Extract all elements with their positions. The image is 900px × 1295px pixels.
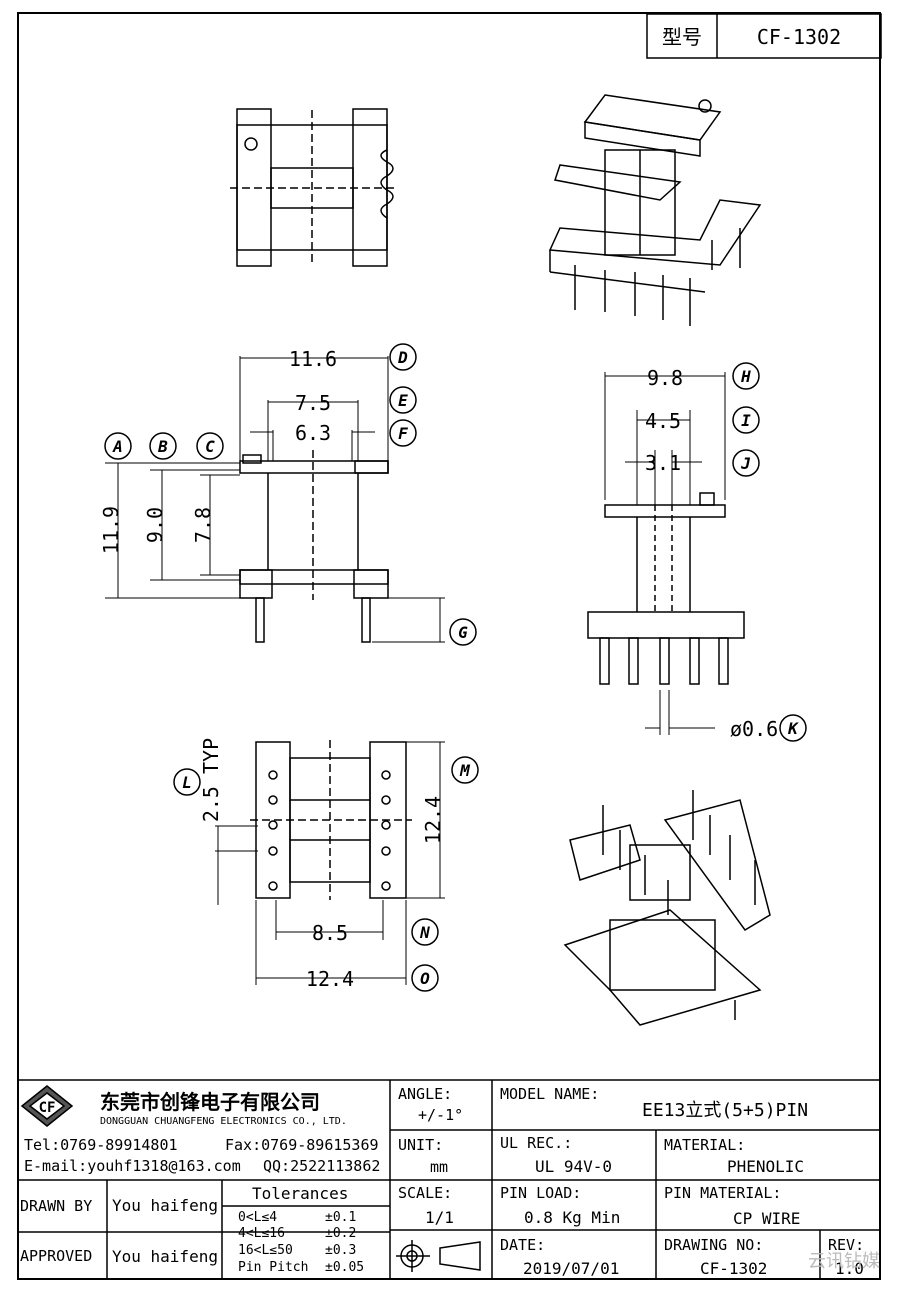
- tol-range-2: 4<L≤16: [238, 1226, 285, 1241]
- tol-val-4: ±0.05: [325, 1260, 365, 1275]
- drawing-no-label: DRAWING NO:: [664, 1236, 764, 1254]
- callouts: [104, 343, 807, 992]
- company-email: E-mail:youhf1318@163.com: [24, 1157, 241, 1175]
- company-logo: CF: [20, 1085, 74, 1127]
- dim-0-6: ø0.6: [730, 717, 778, 741]
- dim-6-3: 6.3: [295, 421, 331, 445]
- model-label: 型号: [662, 25, 702, 49]
- company-tel: Tel:0769-89914801: [24, 1136, 178, 1154]
- title-block-lines: [17, 1079, 881, 1280]
- callout-h: H: [740, 367, 751, 386]
- drawing-no-value: CF-1302: [700, 1259, 768, 1278]
- dim-9-0: 9.0: [143, 507, 167, 543]
- callout-e: E: [398, 391, 408, 410]
- logo-text: CF: [39, 1100, 56, 1116]
- tol-val-2: ±0.2: [325, 1226, 357, 1241]
- callout-b: B: [157, 437, 168, 456]
- ul-value: UL 94V-0: [535, 1157, 613, 1176]
- isometric-view-bottom: [563, 790, 771, 1026]
- date-label: DATE:: [500, 1236, 546, 1254]
- date-value: 2019/07/01: [523, 1259, 620, 1278]
- watermark: 云讯钻媒: [808, 1251, 880, 1272]
- drawn-by-value: You haifeng: [112, 1196, 218, 1215]
- callout-m: M: [459, 761, 471, 780]
- tol-range-3: 16<L≤50: [238, 1243, 293, 1258]
- tol-val-3: ±0.3: [325, 1243, 357, 1258]
- pin-load-label: PIN LOAD:: [500, 1184, 582, 1202]
- unit-label: UNIT:: [398, 1136, 444, 1154]
- tolerances-label: Tolerances: [252, 1184, 349, 1203]
- callout-a: A: [112, 437, 123, 456]
- approved-value: You haifeng: [112, 1247, 218, 1266]
- material-value: PHENOLIC: [727, 1157, 805, 1176]
- ul-label: UL REC.:: [500, 1134, 573, 1152]
- material-label: MATERIAL:: [664, 1136, 746, 1154]
- dim-8-5: 8.5: [312, 921, 348, 945]
- isometric-view-top: [548, 94, 762, 326]
- drawn-by-label: DRAWN BY: [20, 1197, 93, 1215]
- angle-value: +/-1°: [418, 1106, 464, 1124]
- dim-4-5: 4.5: [645, 409, 681, 433]
- company-name-en: DONGGUAN CHUANGFENG ELECTRONICS CO., LTD…: [100, 1116, 347, 1127]
- callout-g: G: [458, 623, 468, 642]
- dim-2-5-typ: 2.5 TYP: [199, 738, 223, 822]
- rev-label: REV:: [828, 1236, 865, 1254]
- rev-value: 1.0: [835, 1259, 864, 1278]
- company-fax: Fax:0769-89615369: [225, 1136, 379, 1154]
- pin-material-value: CP WIRE: [733, 1209, 801, 1228]
- unit-value: mm: [430, 1158, 449, 1176]
- angle-label: ANGLE:: [398, 1085, 453, 1103]
- callout-f: F: [398, 424, 408, 443]
- model-number: CF-1302: [757, 25, 841, 49]
- company-qq: QQ:2522113862: [263, 1157, 381, 1175]
- dim-9-8: 9.8: [647, 366, 683, 390]
- pin-material-label: PIN MATERIAL:: [664, 1184, 782, 1202]
- pin-load-value: 0.8 Kg Min: [524, 1208, 621, 1227]
- dim-11-6: 11.6: [289, 347, 337, 371]
- scale-value: 1/1: [425, 1208, 454, 1227]
- model-name-value: EE13立式(5+5)PIN: [642, 1100, 809, 1121]
- dim-12-4-vertical: 12.4: [421, 796, 445, 844]
- callout-j: J: [740, 454, 751, 473]
- callout-l: L: [182, 773, 192, 792]
- tol-val-1: ±0.1: [325, 1210, 357, 1225]
- drawing-frame: [17, 12, 881, 1280]
- dim-7-8: 7.8: [191, 507, 215, 543]
- callout-n: N: [419, 923, 430, 942]
- company-name-cn: 东莞市创锋电子有限公司: [100, 1090, 320, 1114]
- model-box: [646, 13, 882, 59]
- scale-label: SCALE:: [398, 1184, 453, 1202]
- side-view: [587, 372, 745, 735]
- approved-label: APPROVED: [20, 1247, 93, 1265]
- callout-o: O: [420, 969, 430, 988]
- front-view: [105, 356, 445, 643]
- model-name-label: MODEL NAME:: [500, 1085, 600, 1103]
- callout-c: C: [205, 437, 215, 456]
- dim-12-4-horizontal: 12.4: [306, 967, 354, 991]
- callout-d: D: [397, 348, 408, 367]
- callout-i: I: [741, 411, 751, 430]
- callout-k: K: [787, 719, 799, 738]
- dim-3-1: 3.1: [645, 451, 681, 475]
- tol-range-4: Pin Pitch: [238, 1260, 309, 1275]
- tol-range-1: 0<L≤4: [238, 1210, 278, 1225]
- top-view: [230, 108, 395, 267]
- dim-7-5: 7.5: [295, 391, 331, 415]
- bottom-view: [215, 740, 445, 985]
- dim-11-9: 11.9: [99, 506, 123, 554]
